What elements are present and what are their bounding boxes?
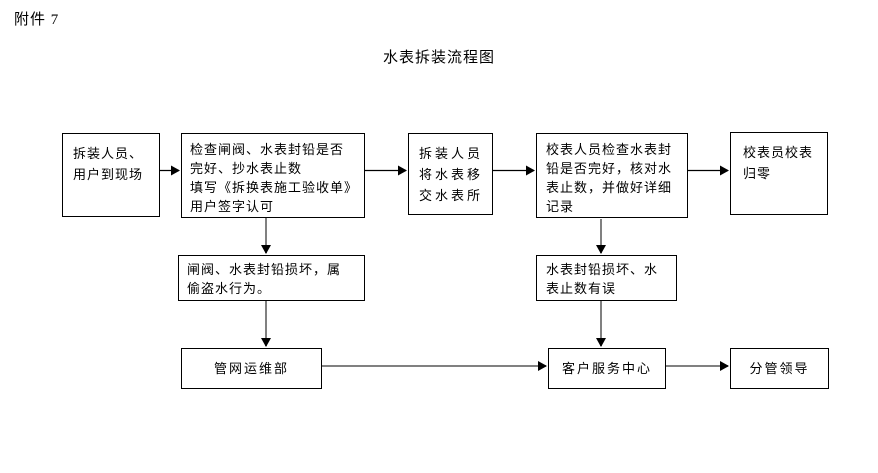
flow-box-reset-meter: 校表员校表 归零	[730, 132, 828, 215]
attachment-label: 附件 7	[14, 12, 60, 28]
flow-box-seal-damaged-error: 水表封铅损坏、水 表止数有误	[536, 255, 677, 301]
flow-box-pipeline-ops-dept: 管网运维部	[181, 348, 322, 389]
flow-box-transfer-meter: 拆装人员 将水表移 交水表所	[408, 133, 493, 215]
page-title: 水表拆装流程图	[382, 50, 495, 66]
flow-box-seal-damaged-theft: 闸阀、水表封铅损坏，属 偷盗水行为。	[178, 255, 365, 301]
flow-box-leader: 分管领导	[730, 348, 829, 389]
flow-box-crew-arrive: 拆装人员、 用户到现场	[62, 133, 160, 217]
flow-box-inspect-seal: 检查闸阀、水表封铅是否 完好、抄水表止数 填写《拆换表施工验收单》 用户签字认可	[181, 133, 365, 218]
flow-box-customer-service-center: 客户服务中心	[548, 348, 666, 389]
flow-box-verify-record: 校表人员检查水表封 铅是否完好，核对水 表止数，并做好详细 记录	[536, 133, 688, 218]
